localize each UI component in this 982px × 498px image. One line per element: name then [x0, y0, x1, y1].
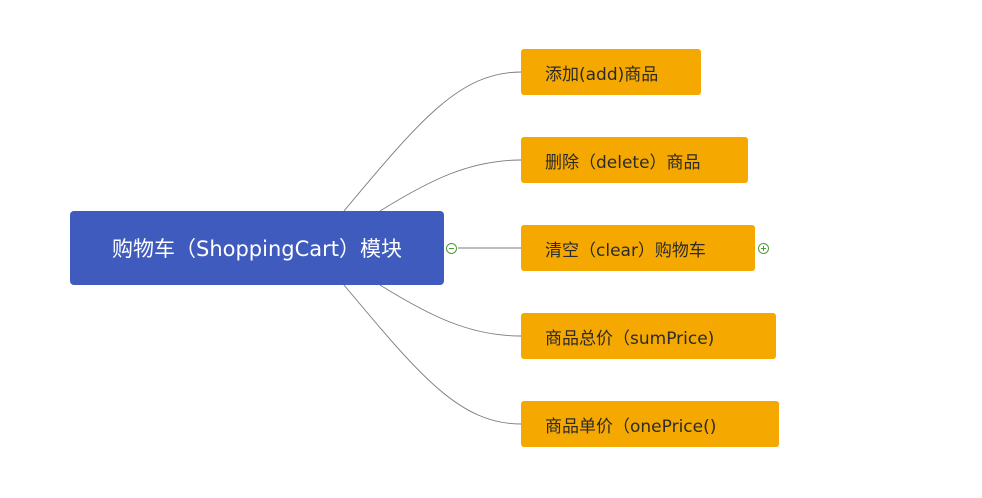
child-node-label: 删除（delete）商品: [545, 152, 701, 173]
plus-circle-icon[interactable]: [758, 243, 769, 254]
child-node-add[interactable]: 添加(add)商品: [521, 49, 701, 95]
child-node-label: 清空（clear）购物车: [545, 240, 706, 261]
child-node-label: 商品总价（sumPrice): [545, 328, 715, 349]
child-node-delete[interactable]: 删除（delete）商品: [521, 137, 748, 183]
connector-oneprice: [343, 284, 522, 425]
minus-circle-icon[interactable]: [446, 243, 457, 254]
connector-add: [343, 71, 522, 212]
child-node-oneprice[interactable]: 商品单价（onePrice(): [521, 401, 779, 447]
connector-delete: [379, 159, 522, 212]
connector-sumprice: [379, 284, 522, 337]
child-node-sumprice[interactable]: 商品总价（sumPrice): [521, 313, 776, 359]
child-node-label: 商品单价（onePrice(): [545, 416, 717, 437]
root-node-label: 购物车（ShoppingCart）模块: [111, 237, 403, 261]
child-node-label: 添加(add)商品: [545, 64, 659, 85]
root-node[interactable]: 购物车（ShoppingCart）模块: [70, 211, 444, 285]
child-node-clear[interactable]: 清空（clear）购物车: [521, 225, 755, 271]
